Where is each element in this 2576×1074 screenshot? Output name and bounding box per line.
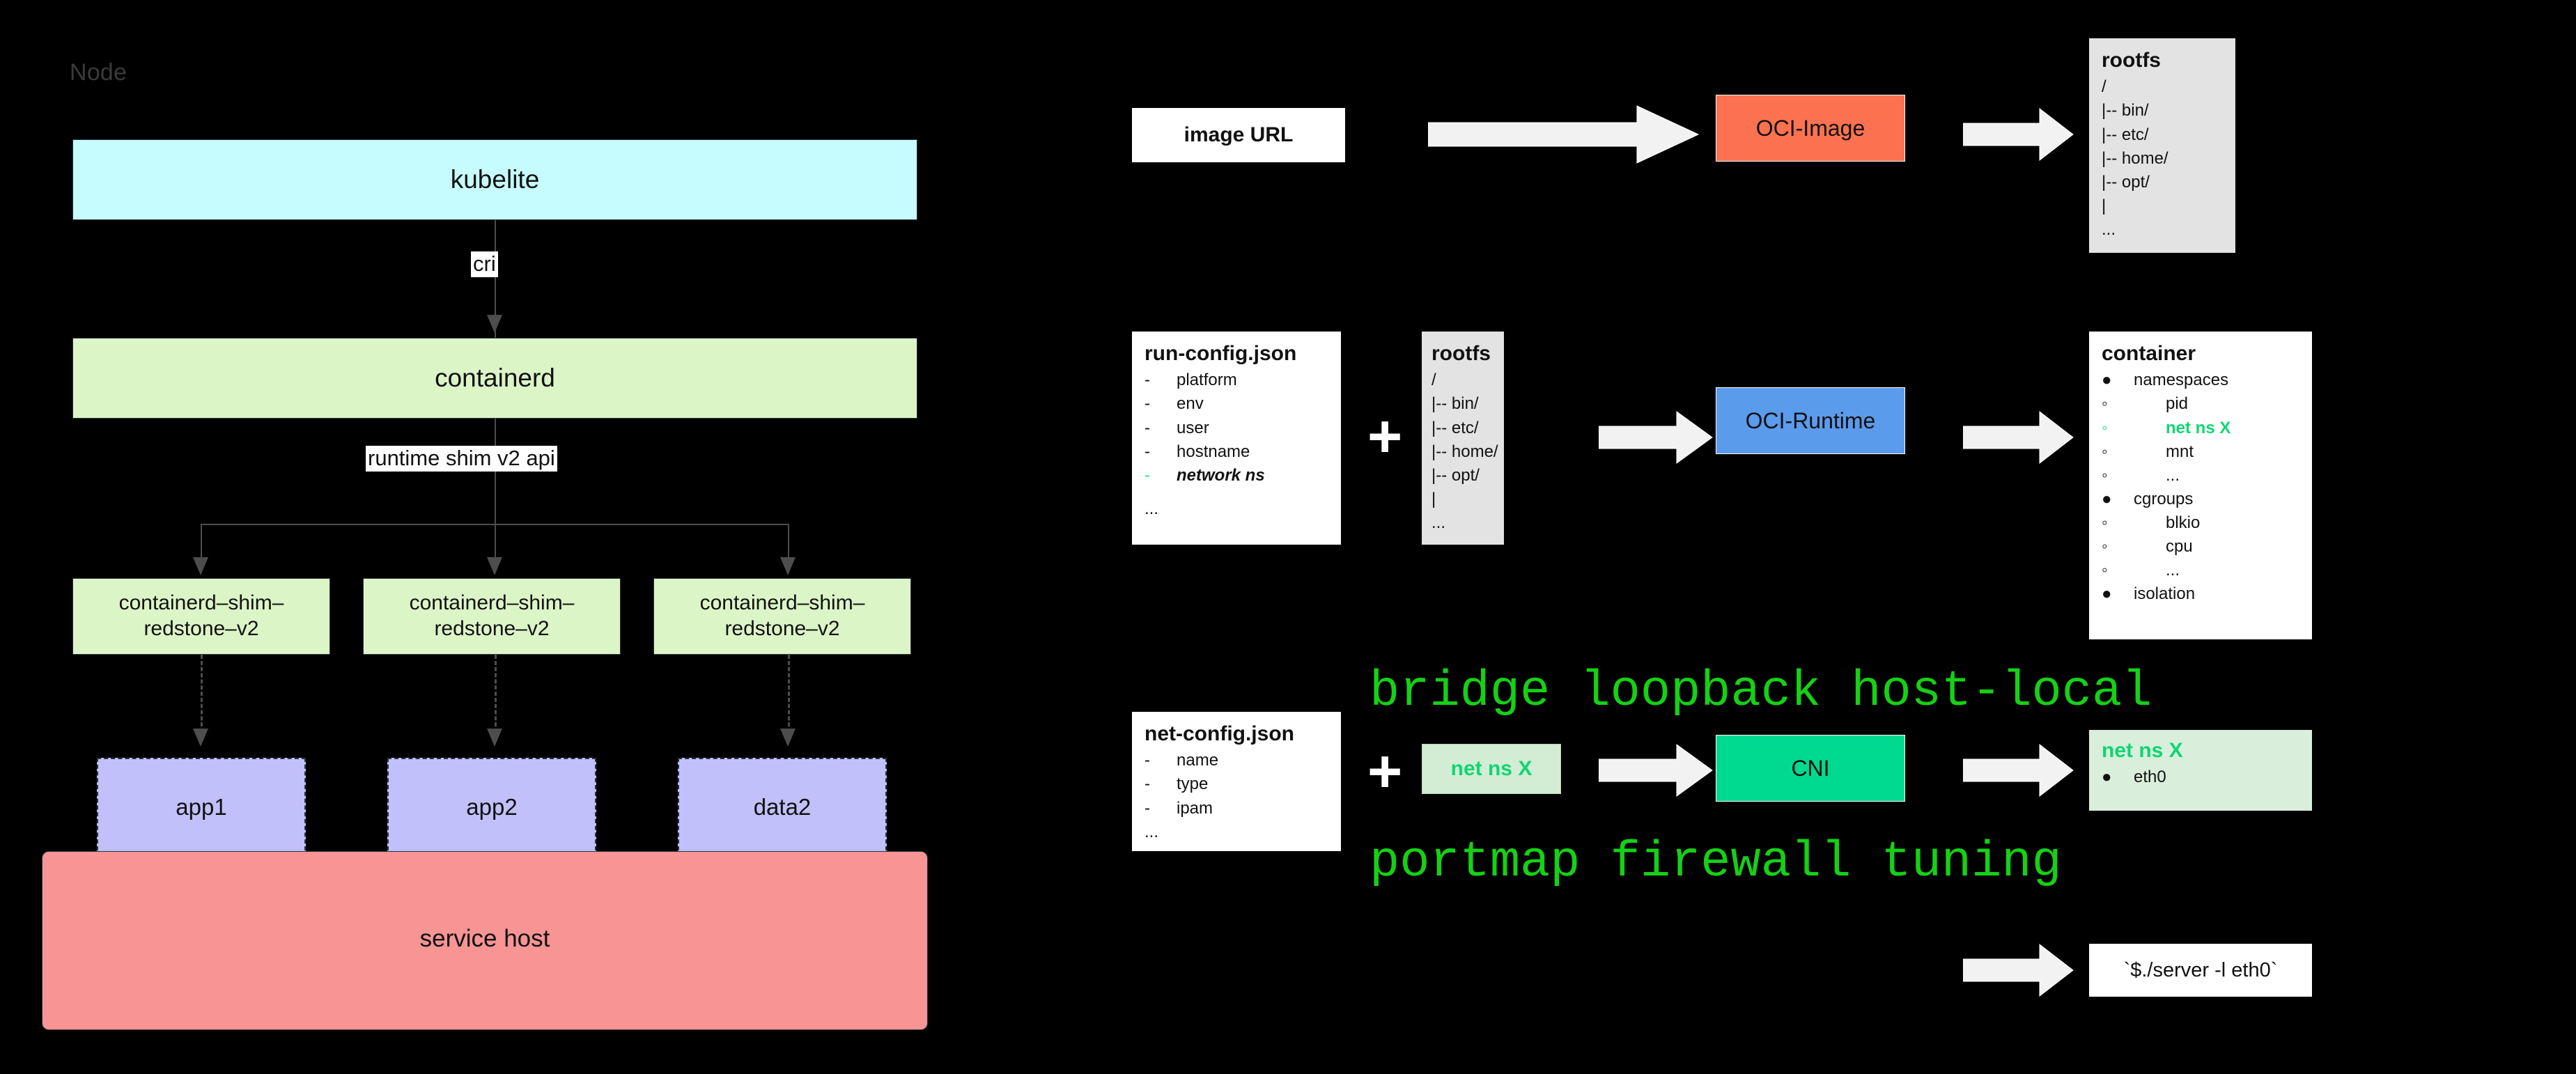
container-child: ◦... bbox=[2102, 561, 2180, 580]
net-config-item: -name bbox=[1145, 751, 1219, 770]
edge-shim1-arrowhead bbox=[193, 557, 208, 575]
netns-output-item: ●eth0 bbox=[2102, 768, 2166, 787]
run-config-ellipsis: ... bbox=[1145, 499, 1159, 518]
rootfs-card-runtime: rootfs / |-- bin/ |-- etc/ |-- home/ |--… bbox=[1422, 332, 1504, 545]
shim-box-3: containerd–shim– redstone–v2 bbox=[653, 578, 911, 655]
run-config-items: -platform -env -user -hostname -network … bbox=[1145, 368, 1331, 520]
arrow-oci-runtime-to-container bbox=[1963, 411, 2074, 464]
run-config-title: run-config.json bbox=[1145, 342, 1297, 365]
run-config-item-network-ns: -network ns bbox=[1145, 465, 1265, 485]
run-config-card: run-config.json -platform -env -user -ho… bbox=[1132, 332, 1341, 545]
arrow-image-url-to-oci-image bbox=[1428, 104, 1700, 164]
rootfs-line: / bbox=[2102, 77, 2106, 97]
oci-runtime-box: OCI-Runtime bbox=[1716, 387, 1905, 454]
cni-plugins-bottom: portmap firewall tuning bbox=[1370, 834, 2062, 891]
net-config-card: net-config.json -name -type -ipam ... bbox=[1132, 712, 1341, 851]
rootfs-line: |-- etc/ bbox=[1431, 418, 1479, 437]
rootfs-line: |-- bin/ bbox=[2102, 101, 2149, 120]
container-group-cgroups: ●cgroups bbox=[2102, 489, 2194, 508]
cni-plugins-top: bridge loopback host-local bbox=[1370, 663, 2152, 720]
container-child: ◦pid bbox=[2102, 394, 2189, 414]
cni-netns-input-box: net ns X bbox=[1422, 744, 1561, 794]
netns-output-title: net ns X bbox=[2102, 739, 2183, 762]
edge-label-runtime-shim-api: runtime shim v2 api bbox=[366, 446, 557, 472]
edge-data2-arrowhead bbox=[780, 729, 796, 747]
rootfs-line: | bbox=[1431, 489, 1436, 508]
shim-label-1: containerd–shim– redstone–v2 bbox=[118, 591, 284, 640]
edge-kubelite-containerd bbox=[495, 220, 496, 338]
plus-sign-runtime: + bbox=[1367, 403, 1403, 470]
edge-shim2-app2 bbox=[495, 655, 497, 733]
container-child: ◦... bbox=[2102, 465, 2180, 485]
rootfs-line: |-- home/ bbox=[2102, 148, 2168, 168]
arrow-config-to-oci-runtime bbox=[1599, 411, 1714, 464]
edge-label-cri: cri bbox=[471, 251, 498, 277]
plus-sign-cni: + bbox=[1367, 738, 1403, 805]
edge-app2-arrowhead bbox=[487, 729, 502, 747]
arrow-cni-to-netns-output bbox=[1963, 744, 2074, 797]
edge-containerd-trunk bbox=[495, 419, 496, 524]
image-url-label: image URL bbox=[1132, 108, 1345, 162]
shim-box-2: containerd–shim– redstone–v2 bbox=[363, 578, 621, 655]
edge-shim3-data2 bbox=[788, 655, 790, 733]
rootfs-card-top: rootfs / |-- bin/ |-- etc/ |-- home/ |--… bbox=[2089, 38, 2235, 253]
container-child: ◦blkio bbox=[2102, 513, 2201, 532]
edge-shim1-drop bbox=[201, 524, 202, 563]
kubelite-box: kubelite bbox=[72, 139, 917, 220]
edge-app1-arrowhead bbox=[193, 729, 208, 747]
container-child: ◦cpu bbox=[2102, 536, 2193, 556]
container-group-isolation: ●isolation bbox=[2102, 584, 2196, 604]
edge-kubelite-containerd-arrowhead bbox=[487, 315, 502, 333]
node-label: Node bbox=[70, 59, 127, 86]
rootfs-card-top-title: rootfs bbox=[2102, 49, 2161, 72]
run-config-item: -user bbox=[1145, 418, 1209, 437]
rootfs-line: |-- home/ bbox=[1431, 442, 1498, 461]
edge-shim3-arrowhead bbox=[780, 557, 796, 575]
container-group-namespaces: ●namespaces bbox=[2102, 371, 2229, 390]
netns-output-card: net ns X ●eth0 bbox=[2089, 730, 2312, 811]
arrow-netconfig-to-cni bbox=[1599, 744, 1714, 797]
shim-label-3: containerd–shim– redstone–v2 bbox=[699, 591, 865, 640]
edge-shim1-app1 bbox=[201, 655, 203, 733]
net-config-item: -ipam bbox=[1145, 798, 1213, 818]
run-config-item: -platform bbox=[1145, 371, 1237, 390]
arrow-to-server-command bbox=[1963, 944, 2074, 997]
rootfs-line: | bbox=[2102, 196, 2106, 215]
net-config-items: -name -type -ipam ... bbox=[1145, 749, 1331, 843]
run-config-item: -hostname bbox=[1145, 442, 1250, 461]
rootfs-line: |-- opt/ bbox=[2102, 172, 2150, 192]
edge-shim2-drop bbox=[495, 524, 496, 563]
rootfs-card-runtime-title: rootfs bbox=[1431, 342, 1491, 365]
edge-shim3-drop bbox=[788, 524, 789, 563]
container-child-net-ns: ◦net ns X bbox=[2102, 418, 2231, 437]
containerd-box: containerd bbox=[72, 338, 917, 419]
rootfs-line: |-- etc/ bbox=[2102, 125, 2149, 144]
arrow-oci-image-to-rootfs bbox=[1963, 108, 2074, 161]
shim-label-2: containerd–shim– redstone–v2 bbox=[409, 591, 575, 640]
spacer bbox=[1145, 488, 1331, 497]
oci-image-box: OCI-Image bbox=[1716, 95, 1905, 162]
edge-shim2-arrowhead bbox=[487, 557, 502, 575]
shim-box-1: containerd–shim– redstone–v2 bbox=[72, 578, 330, 655]
server-command-box: `$./server -l eth0` bbox=[2089, 944, 2312, 997]
rootfs-line: / bbox=[1431, 371, 1436, 390]
rootfs-line: |-- bin/ bbox=[1431, 394, 1479, 414]
net-config-ellipsis: ... bbox=[1145, 822, 1159, 841]
container-card: container ●namespaces ◦pid ◦net ns X ◦mn… bbox=[2089, 332, 2312, 639]
rootfs-line: ... bbox=[1431, 513, 1446, 532]
rootfs-line: ... bbox=[2102, 219, 2116, 239]
service-host-box: service host bbox=[42, 851, 928, 1030]
run-config-item: -env bbox=[1145, 394, 1204, 414]
container-card-tree: ●namespaces ◦pid ◦net ns X ◦mnt ◦... ●cg… bbox=[2102, 368, 2302, 606]
container-child: ◦mnt bbox=[2102, 442, 2194, 461]
rootfs-card-top-tree: / |-- bin/ |-- etc/ |-- home/ |-- opt/ |… bbox=[2102, 75, 2226, 242]
cni-box: CNI bbox=[1716, 735, 1905, 802]
net-config-title: net-config.json bbox=[1145, 722, 1294, 745]
container-card-title: container bbox=[2102, 342, 2196, 365]
net-config-item: -type bbox=[1145, 775, 1209, 794]
netns-output-items: ●eth0 bbox=[2102, 765, 2302, 789]
rootfs-card-runtime-tree: / |-- bin/ |-- etc/ |-- home/ |-- opt/ |… bbox=[1431, 368, 1498, 535]
rootfs-line: |-- opt/ bbox=[1431, 465, 1480, 485]
